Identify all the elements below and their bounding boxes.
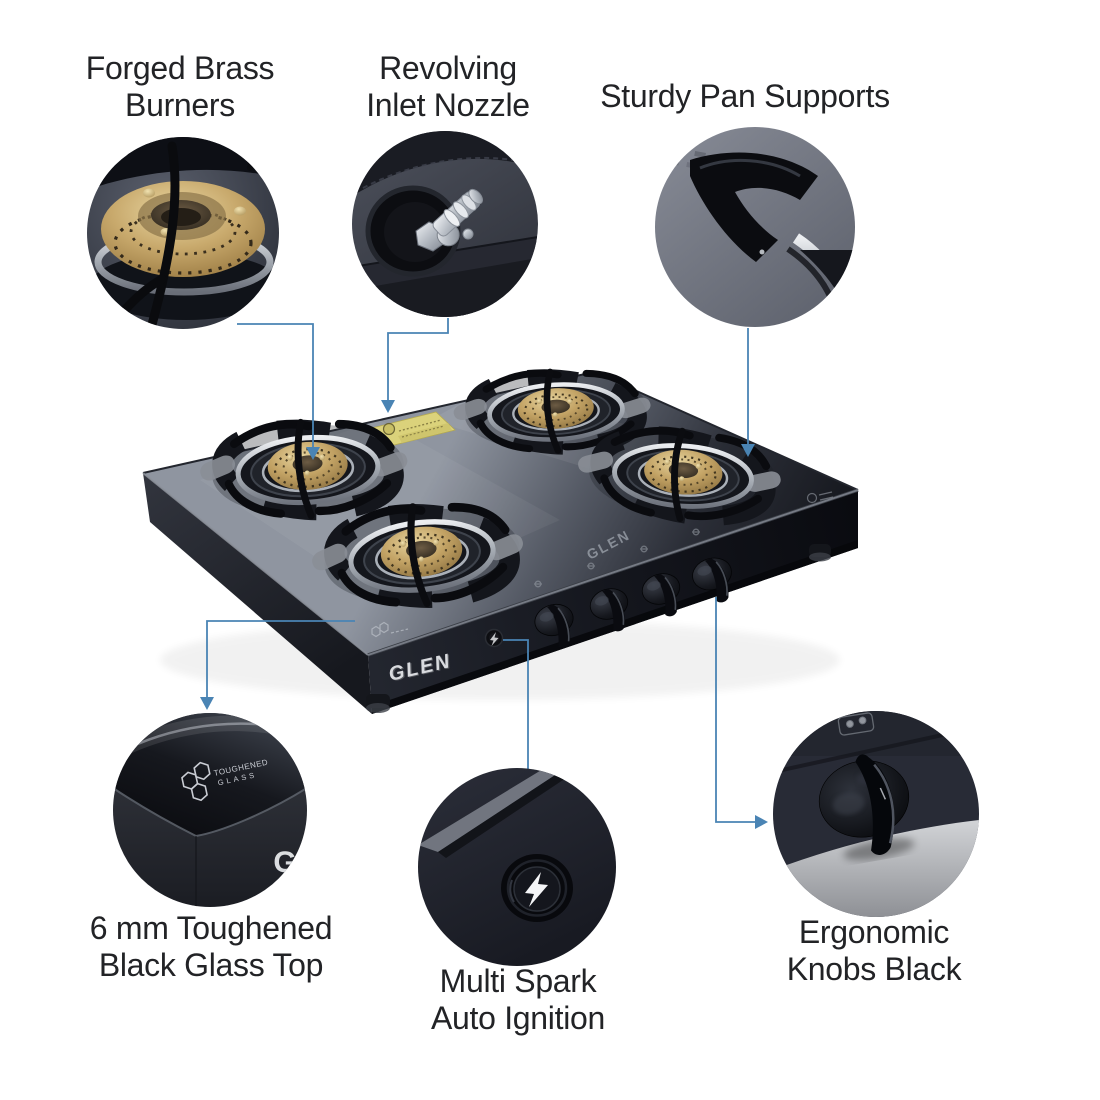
stove-foot — [809, 544, 831, 562]
printed-knob-icons — [837, 712, 875, 736]
stove-left-face — [143, 473, 372, 714]
connector-sturdy-pan-supports — [741, 328, 755, 457]
connector-forged-brass-burners — [237, 323, 320, 460]
callout-photo-forged-brass-burners — [87, 137, 279, 329]
feature-label-auto-ignition: Multi Spark Auto Ignition — [430, 963, 606, 1036]
feature-label-revolving-inlet-nozzle: Revolving Inlet Nozzle — [366, 50, 530, 123]
callout-photo-toughened-glass-top: TOUGHENED GLASS G — [113, 713, 307, 907]
feature-label-toughened-glass-top: 6 mm Toughened Black Glass Top — [89, 910, 333, 983]
callout-photo-ergonomic-knobs — [773, 711, 979, 917]
toughened-glass-print-icon — [371, 621, 409, 638]
connector-auto-ignition — [503, 639, 529, 769]
feature-label-forged-brass-burners: Forged Brass Burners — [85, 50, 275, 123]
lightning-bolt-icon — [525, 872, 548, 907]
nozzle-pipe — [432, 188, 483, 247]
callout-photo-auto-ignition — [418, 768, 616, 966]
knob-closeup — [818, 754, 915, 861]
ignition-button — [484, 628, 504, 648]
callout-photo-revolving-inlet-nozzle — [352, 131, 538, 317]
certification-badge — [806, 491, 834, 504]
stove-foot — [366, 694, 390, 713]
feature-label-sturdy-pan-supports: Sturdy Pan Supports — [600, 78, 890, 114]
lightning-bolt-icon — [490, 632, 499, 646]
connector-ergonomic-knobs — [715, 597, 768, 829]
callout-photo-sturdy-pan-supports — [655, 127, 855, 327]
connector-toughened-glass-top — [200, 620, 355, 710]
connector-revolving-inlet-nozzle — [381, 318, 449, 413]
stove-illustration: GLEN GLEN GLEN — [142, 363, 859, 714]
burner-selector-icons — [534, 528, 700, 588]
partial-brand-letter: G — [273, 846, 296, 879]
feature-label-ergonomic-knobs: Ergonomic Knobs Black — [786, 914, 962, 987]
